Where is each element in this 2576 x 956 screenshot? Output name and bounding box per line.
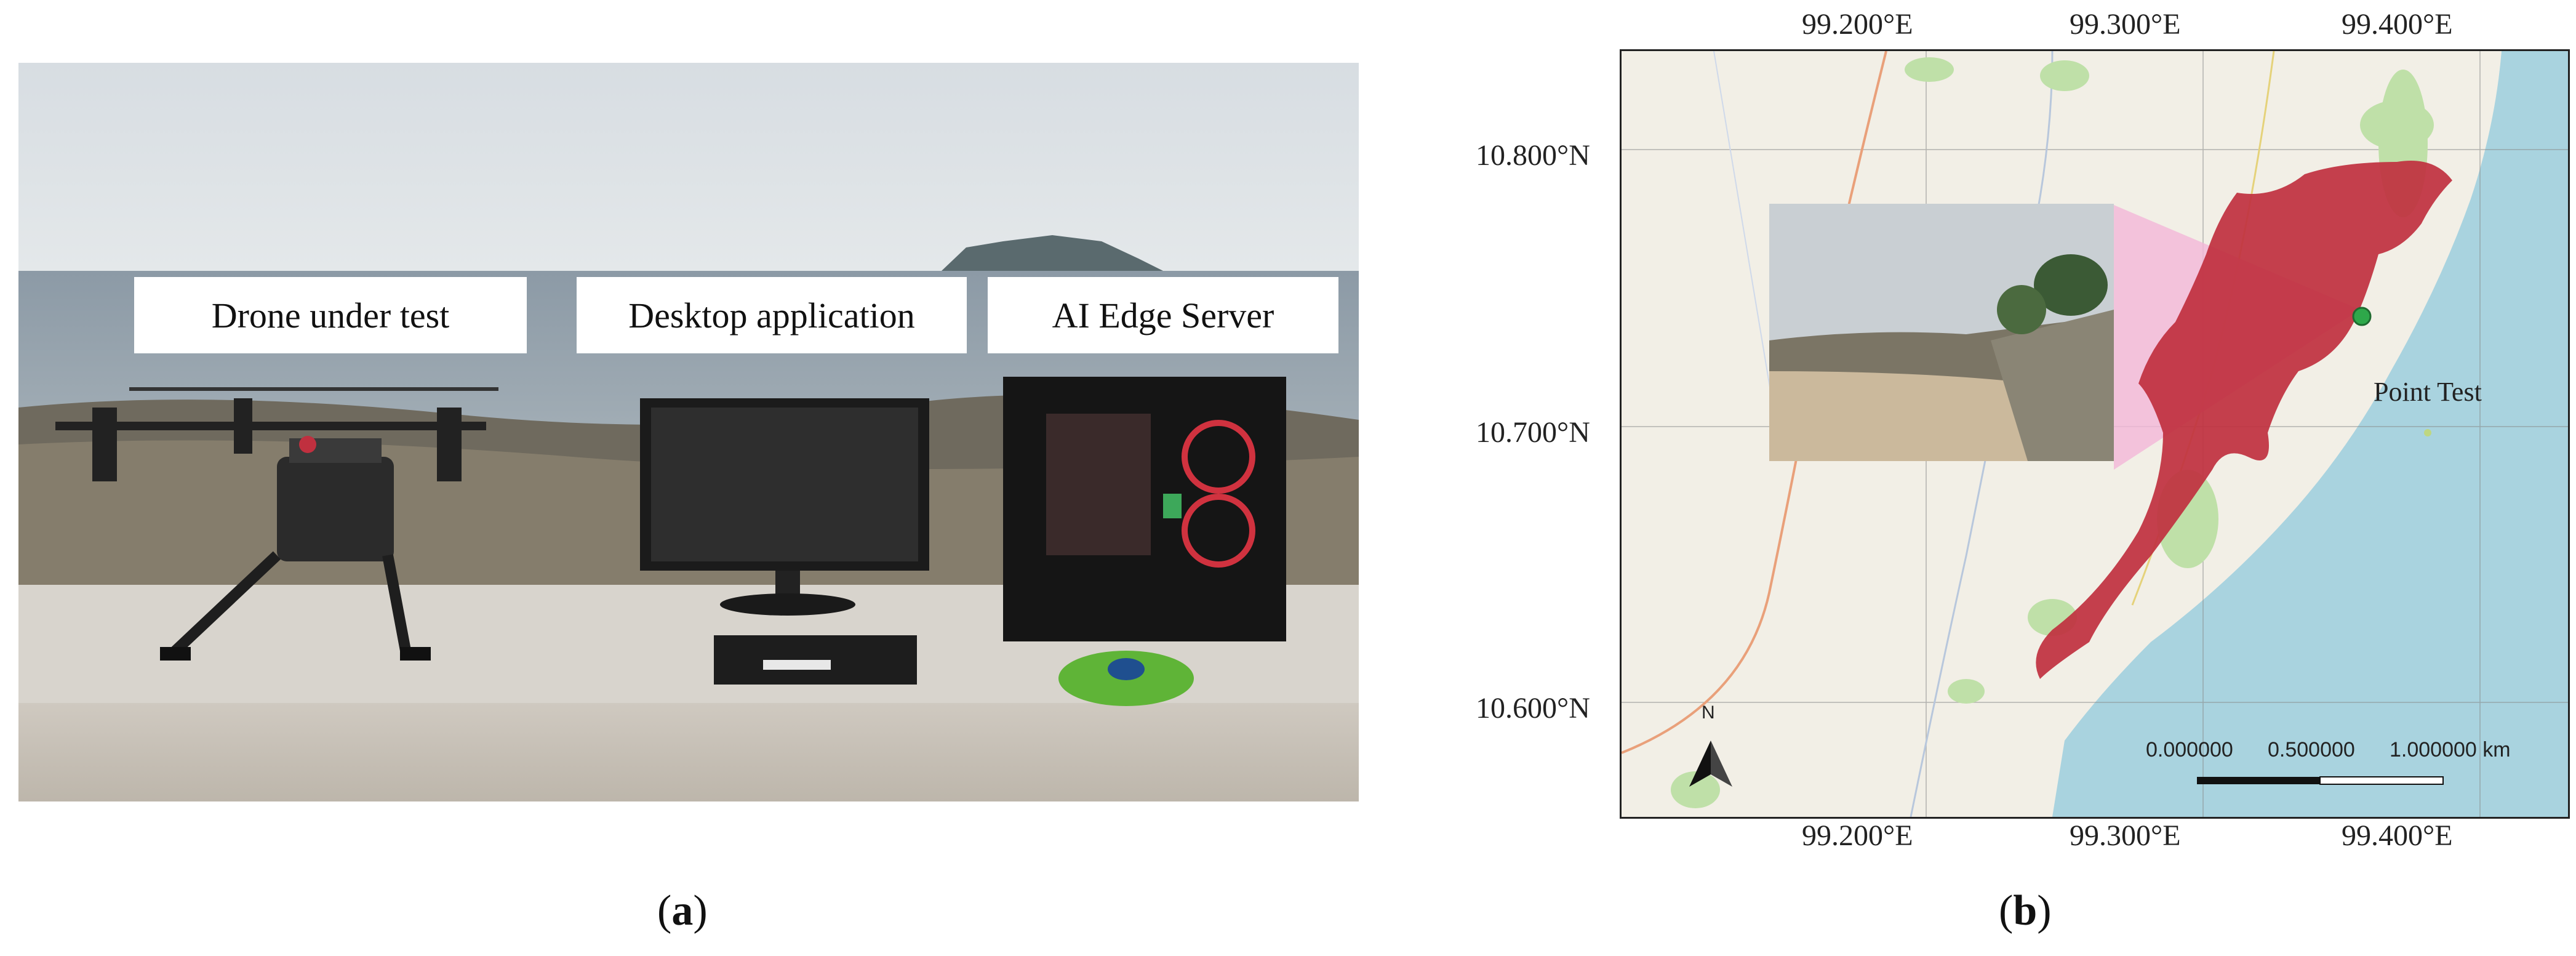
edge-server: [1003, 377, 1286, 706]
scale-label-0: 0.000000: [2146, 738, 2233, 761]
monitor: [640, 398, 929, 685]
caption-a: (a): [657, 887, 708, 934]
lat-label-1: 10.800°N: [1476, 139, 1590, 172]
setup-photo: [18, 63, 1359, 801]
point-test-label: Point Test: [2374, 377, 2482, 407]
scale-label-500: 0.500000: [2268, 738, 2355, 761]
label-desktop-application: Desktop application: [577, 277, 967, 353]
lon-label-top-3: 99.400°E: [2342, 8, 2453, 41]
caption-b: (b): [1999, 887, 2052, 934]
north-label: N: [1702, 702, 1715, 723]
map-panel: Point Test N 0.000000 0.500000 1.000000 …: [1620, 49, 2570, 819]
inset-photo: [1769, 204, 2114, 461]
point-test-marker: [2352, 307, 2372, 326]
label-ai-edge-server: AI Edge Server: [988, 277, 1338, 353]
lon-label-top-2: 99.300°E: [2070, 8, 2181, 41]
lon-label-top-1: 99.200°E: [1802, 8, 1913, 41]
map: [1622, 51, 2568, 817]
sea-area: [2052, 51, 2568, 817]
island: [942, 235, 1163, 271]
scale-label-1000: 1.000000 km: [2390, 738, 2511, 761]
wall-face: [18, 703, 1359, 801]
test-area: [2036, 161, 2452, 679]
lat-label-2: 10.700°N: [1476, 416, 1590, 449]
sky: [18, 63, 1359, 272]
lon-label-bottom-3: 99.400°E: [2342, 819, 2453, 852]
label-drone-under-test: Drone under test: [134, 277, 527, 353]
setup-photo-panel: Drone under test Desktop application AI …: [18, 63, 1359, 801]
lat-label-3: 10.600°N: [1476, 692, 1590, 725]
lon-label-bottom-2: 99.300°E: [2070, 819, 2181, 852]
scale-bar: [2197, 776, 2444, 785]
drone: [55, 387, 498, 661]
lon-label-bottom-1: 99.200°E: [1802, 819, 1913, 852]
north-arrow-icon: [1689, 741, 1732, 787]
